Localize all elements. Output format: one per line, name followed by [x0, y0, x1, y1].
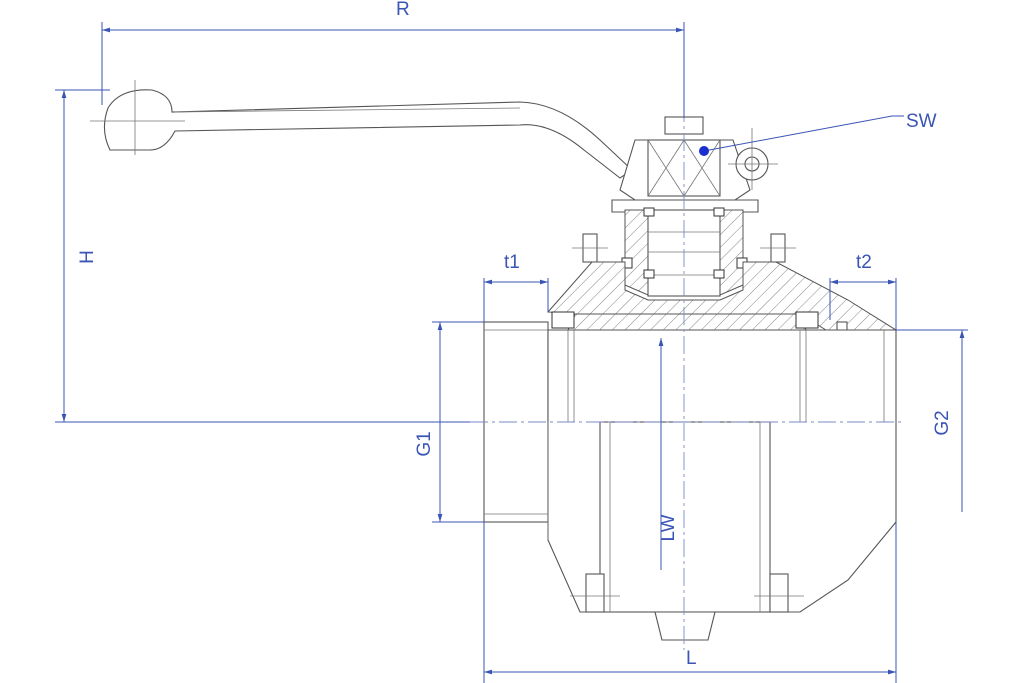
top-bolts — [572, 233, 796, 263]
stem-gland — [621, 207, 748, 297]
label-R: R — [396, 0, 410, 20]
dimension-SW — [699, 115, 904, 156]
dimension-G1 — [432, 321, 484, 523]
label-G2: G2 — [932, 410, 953, 435]
label-G1: G1 — [414, 431, 435, 456]
label-t2: t2 — [856, 252, 872, 273]
label-H: H — [77, 250, 98, 264]
dimension-R — [101, 22, 685, 118]
dimension-t2 — [829, 278, 897, 330]
dimension-H — [55, 89, 470, 423]
center-lines — [470, 104, 905, 650]
sw-marker-dot — [699, 146, 709, 156]
valve-body — [483, 321, 897, 641]
dimension-t1 — [483, 278, 549, 322]
lever-handle — [90, 80, 633, 179]
label-SW: SW — [906, 111, 937, 132]
label-L: L — [686, 648, 697, 669]
label-LW: LW — [658, 514, 679, 541]
dimension-L — [483, 522, 897, 683]
dimension-G2 — [896, 329, 968, 512]
label-t1: t1 — [504, 252, 520, 273]
operator-head — [611, 116, 778, 213]
